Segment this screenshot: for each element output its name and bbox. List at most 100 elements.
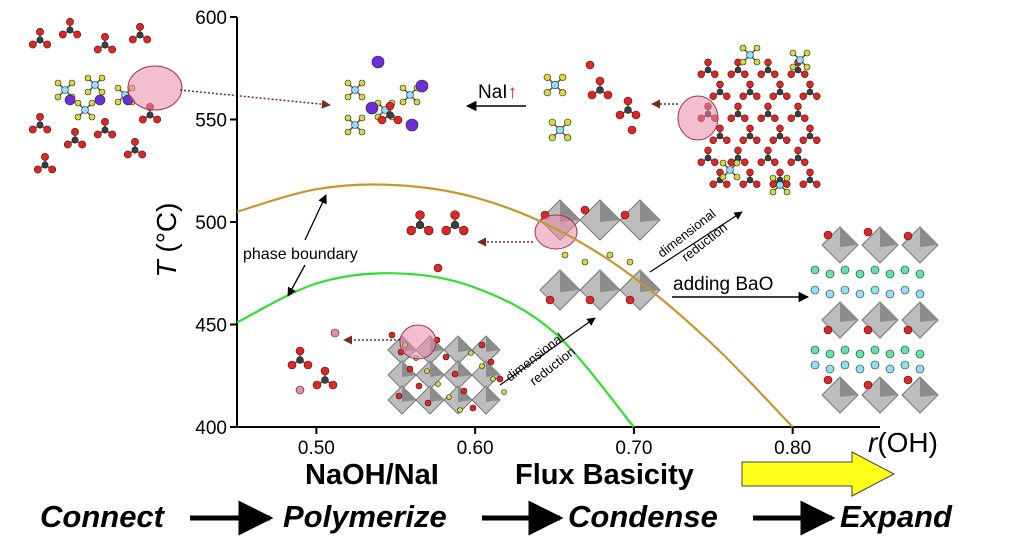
atom xyxy=(723,136,731,144)
phase-boundary-curve-2 xyxy=(236,272,635,428)
atom xyxy=(36,113,44,121)
atom xyxy=(545,295,555,305)
polyhedron-face xyxy=(560,270,580,292)
atom xyxy=(71,127,79,136)
atom xyxy=(415,220,425,230)
atom xyxy=(66,26,74,34)
atom xyxy=(769,92,777,100)
atom xyxy=(548,118,556,126)
atom xyxy=(405,118,419,132)
atom xyxy=(450,220,460,230)
atom xyxy=(825,349,835,359)
atom xyxy=(734,146,742,155)
atom xyxy=(138,115,147,124)
atom xyxy=(870,265,880,275)
polyhedron-face xyxy=(402,386,416,402)
atom xyxy=(903,325,913,335)
atom xyxy=(799,180,807,188)
atom xyxy=(312,380,322,390)
atom xyxy=(415,79,429,93)
atom xyxy=(114,84,122,92)
zoom-arrow xyxy=(179,89,331,109)
atom xyxy=(716,124,724,133)
atom xyxy=(595,76,605,86)
atom xyxy=(810,360,820,370)
atom xyxy=(28,40,37,49)
flux-left-label: NaOH/NaI xyxy=(305,459,439,491)
atom xyxy=(753,92,761,100)
atom xyxy=(723,92,731,100)
atom xyxy=(43,40,52,49)
atom xyxy=(915,289,925,299)
atom xyxy=(91,81,99,89)
atom xyxy=(787,70,795,78)
atom xyxy=(764,58,772,67)
highlight-ellipse xyxy=(399,324,437,360)
process-step-condense: Condense xyxy=(568,499,718,534)
atom xyxy=(344,93,352,101)
atom xyxy=(870,285,880,295)
polyhedron-face xyxy=(840,227,858,247)
process-step-polymerize: Polymerize xyxy=(283,499,447,534)
atom xyxy=(704,154,712,162)
atom xyxy=(564,134,572,142)
x-tick-label: 0.80 xyxy=(774,438,811,459)
atom xyxy=(98,88,106,96)
atom xyxy=(753,58,761,66)
atom xyxy=(771,70,779,78)
atom xyxy=(840,285,850,295)
atom xyxy=(371,55,385,69)
atom xyxy=(787,114,795,122)
atom xyxy=(776,168,784,177)
atom xyxy=(789,49,797,57)
atom xyxy=(711,70,719,78)
atom xyxy=(550,80,560,90)
atom xyxy=(131,146,139,154)
atom xyxy=(496,375,504,383)
atom xyxy=(450,210,460,220)
polyhedron-face xyxy=(880,302,898,322)
atom xyxy=(789,63,797,71)
atom xyxy=(863,227,873,237)
atom xyxy=(138,150,147,159)
atom xyxy=(624,106,632,114)
atom xyxy=(716,132,724,140)
atom xyxy=(711,158,719,166)
atom xyxy=(794,110,802,118)
atom xyxy=(739,136,747,144)
atom xyxy=(561,251,569,259)
atom xyxy=(620,210,630,220)
atom xyxy=(344,128,352,136)
atom xyxy=(580,205,590,215)
atom xyxy=(709,92,717,100)
atom xyxy=(460,387,468,395)
right-expanded-layered xyxy=(810,226,939,414)
atom xyxy=(870,360,880,370)
polyhedron-face xyxy=(458,361,472,377)
atom xyxy=(358,128,366,136)
atom xyxy=(63,140,72,149)
atom xyxy=(903,375,913,385)
atom xyxy=(48,165,57,174)
atom xyxy=(415,382,423,390)
atom xyxy=(806,88,814,96)
atom xyxy=(344,114,352,122)
atom xyxy=(806,132,814,140)
atom xyxy=(704,146,712,155)
atom xyxy=(54,79,62,87)
atom xyxy=(68,79,76,87)
atom xyxy=(344,79,352,87)
atom xyxy=(776,124,784,133)
atom xyxy=(840,265,850,275)
atom xyxy=(697,70,705,78)
atom xyxy=(351,86,359,94)
atom xyxy=(631,110,641,120)
atom xyxy=(385,101,395,111)
atom xyxy=(295,385,305,395)
atom xyxy=(435,381,441,387)
atom xyxy=(885,289,895,299)
atom xyxy=(810,285,820,295)
atom xyxy=(131,137,139,146)
polyhedron-face xyxy=(600,270,620,292)
